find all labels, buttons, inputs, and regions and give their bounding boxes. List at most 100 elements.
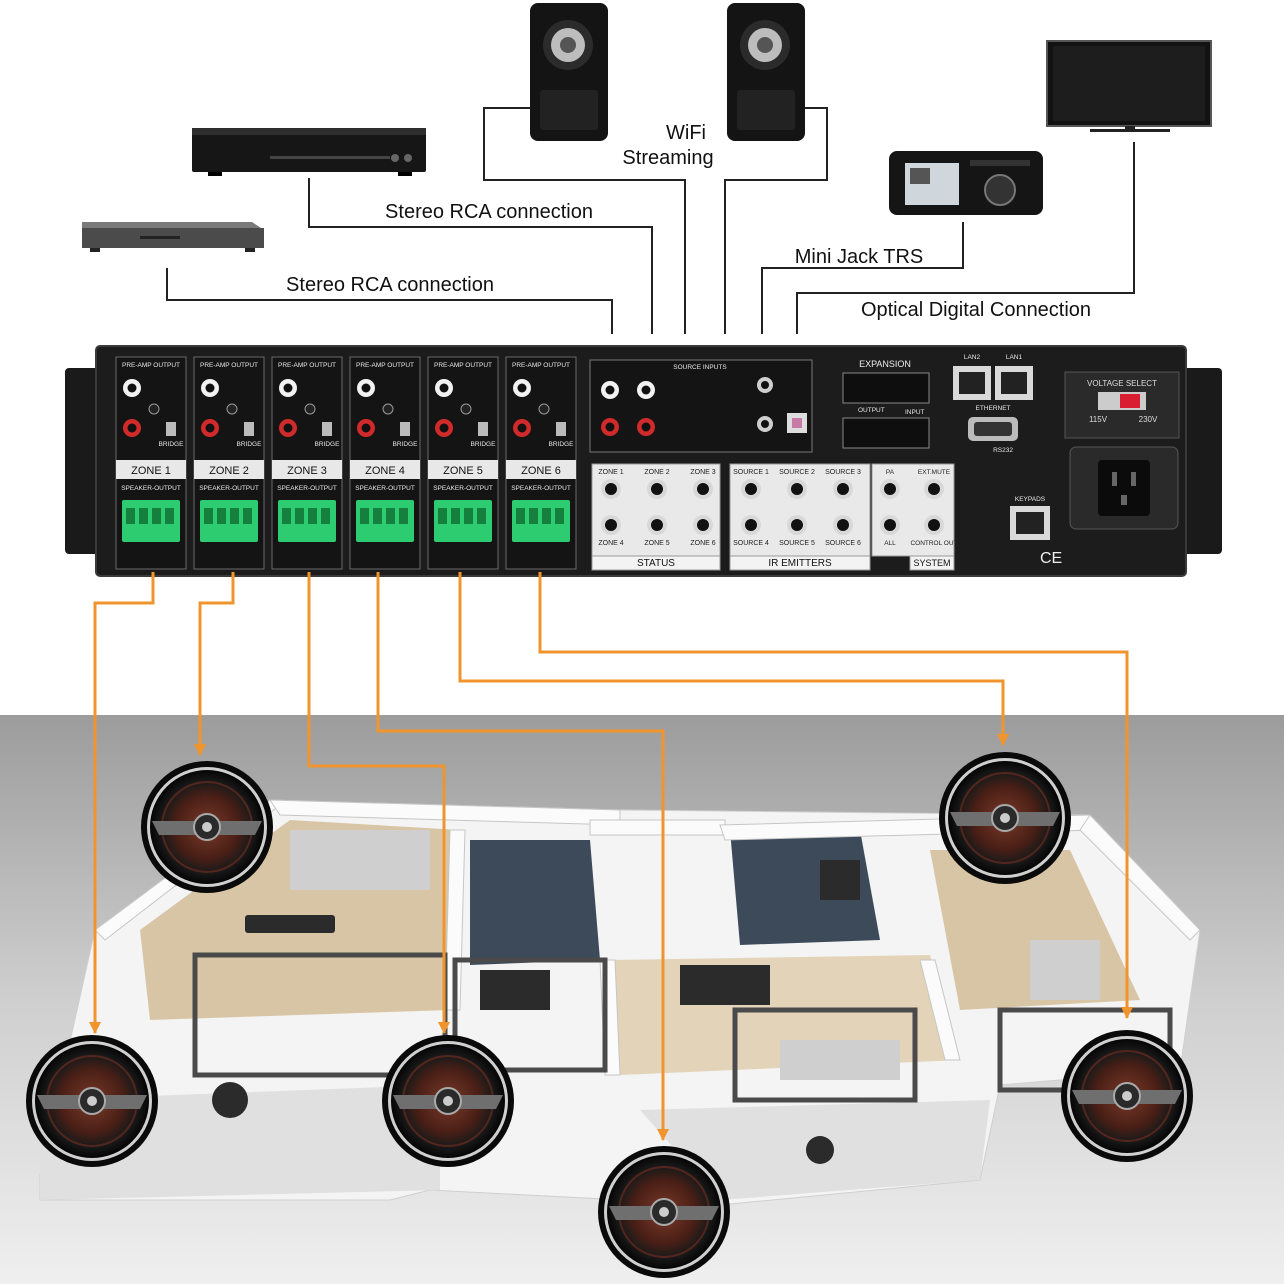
cd-player-device	[192, 128, 426, 176]
voltage-230-label: 230V	[1139, 415, 1158, 424]
system-label: SYSTEM	[913, 558, 950, 568]
zone-label-3: ZONE 3	[287, 465, 327, 477]
amplifier-rear-panel: PRE-AMP OUTPUT BRIDGE ZONE 1 SPEAKER-OUTPUT…	[65, 345, 1222, 577]
voltage-select: VOLTAGE SELECT 115V 230V	[1064, 371, 1180, 439]
bridge-label: BRIDGE	[393, 441, 419, 448]
zone-module-4: PRE-AMP OUTPUT BRIDGE ZONE 4 SPEAKER-OUTPUT	[349, 356, 421, 570]
television-device	[1046, 40, 1212, 132]
preamp-output-label: PRE-AMP OUTPUT	[434, 362, 492, 369]
source-wires	[166, 107, 1135, 334]
zone-module-5: PRE-AMP OUTPUT BRIDGE ZONE 5 SPEAKER-OUTPUT	[427, 356, 499, 570]
expansion-output-label: OUTPUT	[858, 407, 885, 414]
status-jack-5	[647, 515, 667, 535]
ir-jack-6	[833, 515, 853, 535]
status-jack-4	[601, 515, 621, 535]
portable-radio-device	[889, 151, 1043, 215]
status-jack-1	[601, 479, 621, 499]
zone-label-2: ZONE 2	[209, 465, 249, 477]
keypads-port: KEYPADS	[1010, 496, 1050, 540]
preamp-output-label: PRE-AMP OUTPUT	[512, 362, 570, 369]
system-jack-label: ALL	[884, 540, 896, 547]
bridge-label: BRIDGE	[159, 441, 185, 448]
ir-jack-2	[787, 479, 807, 499]
speaker-output-label: SPEAKER-OUTPUT	[355, 485, 415, 492]
preamp-output-label: PRE-AMP OUTPUT	[356, 362, 414, 369]
system-jack-3	[880, 515, 900, 535]
ceiling-speaker-zone3	[381, 1034, 515, 1168]
ir-jack-1	[741, 479, 761, 499]
mini-jack-label: Mini Jack TRS	[795, 246, 924, 268]
bridge-label: BRIDGE	[315, 441, 341, 448]
ethernet-ports: LAN2 LAN1 ETHERNET RS232	[953, 354, 1033, 454]
lan2-label: LAN2	[964, 354, 981, 361]
voltage-115-label: 115V	[1089, 415, 1108, 424]
preamp-output-label: PRE-AMP OUTPUT	[278, 362, 336, 369]
preamp-output-label: PRE-AMP OUTPUT	[200, 362, 258, 369]
expansion-input-label: INPUT	[905, 409, 925, 416]
ceiling-speaker-zone2	[140, 760, 274, 894]
bridge-label: BRIDGE	[237, 441, 263, 448]
keypads-label: KEYPADS	[1015, 496, 1046, 503]
expansion-ports: EXPANSION OUTPUT INPUT	[842, 359, 930, 449]
ceiling-speaker-zone6	[1060, 1029, 1194, 1163]
speaker-output-label: SPEAKER-OUTPUT	[511, 485, 571, 492]
ir-jack-4	[741, 515, 761, 535]
speaker-output-label: SPEAKER-OUTPUT	[199, 485, 259, 492]
ir-source-label: SOURCE 5	[779, 540, 815, 547]
zone-module-2: PRE-AMP OUTPUT BRIDGE ZONE 2 SPEAKER-OUTPUT	[193, 356, 265, 570]
ir-source-label: SOURCE 6	[825, 540, 861, 547]
source-inputs-panel: SOURCE INPUTS	[589, 359, 813, 453]
zone-label-4: ZONE 4	[365, 465, 405, 477]
preamp-output-label: PRE-AMP OUTPUT	[122, 362, 180, 369]
lan1-label: LAN1	[1006, 354, 1023, 361]
status-zone-label: ZONE 5	[644, 540, 669, 547]
power-inlet	[1069, 446, 1179, 530]
system-jack-4	[924, 515, 944, 535]
status-zone-label: ZONE 6	[690, 540, 715, 547]
speaker-wires	[89, 572, 1133, 1141]
status-zone-label: ZONE 1	[598, 469, 623, 476]
ce-mark: CE	[1040, 550, 1062, 567]
wifi-label-line1: WiFi	[666, 122, 706, 144]
ir-source-label: SOURCE 3	[825, 469, 861, 476]
system-jack-label: EXT.MUTE	[918, 469, 951, 476]
status-zone-label: ZONE 3	[690, 469, 715, 476]
rca-connection-label-cd: Stereo RCA connection	[385, 201, 593, 223]
expansion-label: EXPANSION	[859, 359, 911, 369]
system-jack-label: CONTROL OUT	[910, 540, 957, 547]
wifi-label-line2: Streaming	[622, 147, 713, 169]
ir-source-label: SOURCE 4	[733, 540, 769, 547]
status-label: STATUS	[637, 558, 675, 569]
network-streamer-device	[82, 222, 264, 252]
wifi-speaker-left	[530, 3, 608, 141]
system-jack-1	[880, 479, 900, 499]
ethernet-label: ETHERNET	[975, 405, 1010, 412]
ceiling-speaker-zone1	[25, 1034, 159, 1168]
ir-jack-3	[833, 479, 853, 499]
ir-jack-5	[787, 515, 807, 535]
status-jack-6	[693, 515, 713, 535]
status-jack-2	[647, 479, 667, 499]
zone-module-1: PRE-AMP OUTPUT BRIDGE ZONE 1 SPEAKER-OUTPUT	[115, 356, 187, 570]
system-jack-label: PA	[886, 469, 895, 476]
voltage-select-label: VOLTAGE SELECT	[1087, 379, 1157, 388]
ceiling-speaker-zone5	[938, 751, 1072, 885]
zone-label-1: ZONE 1	[131, 465, 171, 477]
rca-connection-label-streamer: Stereo RCA connection	[286, 274, 494, 296]
optical-label: Optical Digital Connection	[861, 299, 1091, 321]
speaker-output-label: SPEAKER-OUTPUT	[433, 485, 493, 492]
status-jack-3	[693, 479, 713, 499]
speaker-output-label: SPEAKER-OUTPUT	[277, 485, 337, 492]
speaker-output-label: SPEAKER-OUTPUT	[121, 485, 181, 492]
bridge-label: BRIDGE	[471, 441, 497, 448]
status-zone-label: ZONE 4	[598, 540, 623, 547]
bridge-label: BRIDGE	[549, 441, 575, 448]
zone-label-5: ZONE 5	[443, 465, 483, 477]
control-panel: ZONE 1 ZONE 2 ZONE 3 ZONE 4 ZONE 5 ZONE 6 SOU…	[591, 463, 958, 571]
ir-emitters-label: IR EMITTERS	[768, 558, 832, 569]
status-zone-label: ZONE 2	[644, 469, 669, 476]
rs232-label: RS232	[993, 447, 1013, 454]
